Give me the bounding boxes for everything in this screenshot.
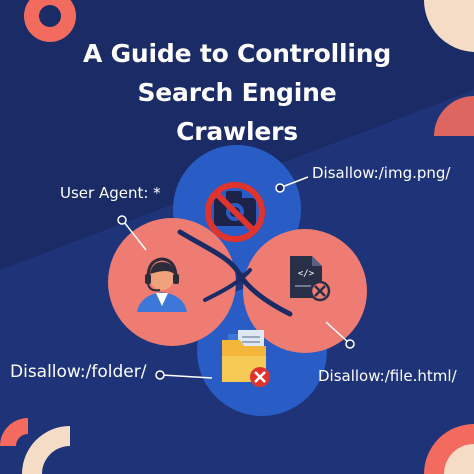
cream-arc-top-right bbox=[423, 0, 474, 52]
user-agent-label: User Agent: * bbox=[60, 184, 161, 202]
title-line-1: A Guide to Controlling bbox=[82, 39, 392, 68]
file-disallow-label: Disallow:/file.html/ bbox=[318, 367, 457, 385]
connector-folder bbox=[155, 370, 213, 380]
connector-img bbox=[275, 176, 309, 193]
connector-file bbox=[325, 321, 355, 349]
folder-blocked-icon bbox=[222, 330, 270, 387]
title-line-2: Search Engine bbox=[137, 78, 337, 107]
coral-arc-bottom-left bbox=[0, 418, 28, 446]
swirl-seam bbox=[177, 229, 293, 317]
code-file-blocked-icon: </> bbox=[290, 256, 331, 302]
user-headset-icon bbox=[137, 257, 187, 312]
img-disallow-label: Disallow:/img.png/ bbox=[312, 164, 451, 182]
page-title: A Guide to Controlling Search Engine Cra… bbox=[60, 34, 414, 151]
title-line-3: Crawlers bbox=[176, 117, 298, 146]
connector-user-agent bbox=[117, 215, 147, 251]
svg-text:</>: </> bbox=[298, 269, 315, 279]
cream-arc-bottom-left bbox=[22, 426, 70, 474]
no-camera-icon bbox=[205, 182, 265, 242]
folder-disallow-label: Disallow:/folder/ bbox=[10, 362, 147, 382]
coral-arc-right bbox=[434, 96, 474, 136]
